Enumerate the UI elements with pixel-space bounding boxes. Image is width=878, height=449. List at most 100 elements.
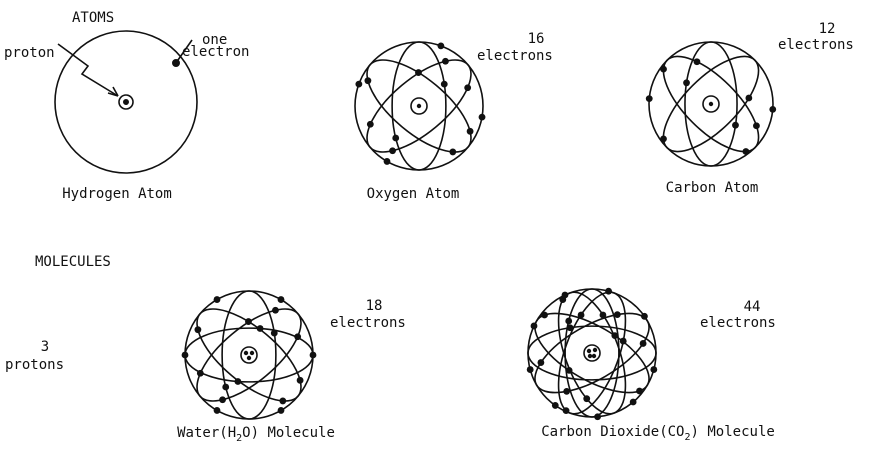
co2-electron-count: 44	[744, 299, 761, 315]
protons-label: protons	[5, 357, 64, 373]
electron-dot	[272, 307, 279, 314]
water-caption: Water(H2O) Molecule	[177, 425, 335, 443]
electron-dot	[567, 324, 574, 331]
electron-dot	[650, 366, 657, 373]
electron-dot	[234, 378, 241, 385]
electron-dot	[310, 352, 317, 359]
electron-dot	[694, 58, 701, 65]
electron-dot	[646, 95, 653, 102]
nucleus-particle	[250, 351, 254, 355]
carbon-atom-drawing	[646, 42, 776, 167]
electron-dot	[611, 332, 618, 339]
co2-electron-unit: electrons	[700, 315, 776, 331]
electron-dot	[636, 388, 643, 395]
molecules-heading: MOLECULES	[35, 254, 111, 270]
electron-dot	[566, 367, 573, 374]
nucleus-particle	[244, 351, 248, 355]
electron-dot	[271, 330, 278, 337]
proton-pointer-line	[58, 44, 118, 96]
electron-dot	[297, 377, 304, 384]
electron-orbit	[528, 326, 656, 380]
electron-dot	[195, 326, 202, 333]
carbon-electron-unit: electrons	[778, 37, 854, 53]
electron-dot	[197, 370, 204, 377]
electron-dot	[415, 69, 422, 76]
nucleus-particle	[592, 354, 596, 358]
hydrogen-electron	[173, 60, 179, 66]
oxygen-atom-drawing	[353, 42, 486, 170]
electron-dot	[441, 81, 448, 88]
electron-dot	[467, 128, 474, 135]
electron-dot	[355, 81, 362, 88]
electron-dot	[563, 388, 570, 395]
electron-dot	[753, 122, 760, 129]
co2-caption-post: ) Molecule	[691, 424, 775, 440]
electron-orbit	[185, 328, 313, 382]
electron-dot	[531, 323, 538, 330]
electron-dot	[742, 148, 749, 155]
electron-dot	[257, 325, 264, 332]
co2-caption: Carbon Dioxide(CO2) Molecule	[541, 424, 775, 442]
electron-dot	[630, 399, 637, 406]
electron-dot	[278, 407, 285, 414]
electron-dot	[449, 149, 456, 156]
nucleus-particle	[587, 349, 591, 353]
hydrogen-atom-drawing	[55, 31, 197, 173]
co2-caption-pre: Carbon Dioxide(CO	[541, 424, 684, 440]
electron-dot	[245, 318, 252, 325]
electron-dot	[479, 114, 486, 121]
nucleus-particle	[709, 102, 713, 106]
water-electron-unit: electrons	[330, 315, 406, 331]
hydrogen-caption: Hydrogen Atom	[62, 186, 172, 202]
nucleus-particle	[247, 356, 251, 360]
nucleus-particle	[593, 348, 597, 352]
electron-dot	[640, 340, 647, 347]
electron-dot	[562, 292, 569, 299]
oxygen-electron-unit: electrons	[477, 48, 553, 64]
electron-dot	[222, 384, 229, 391]
electron-dot	[620, 338, 627, 345]
electron-orbit	[565, 289, 619, 417]
electron-dot	[392, 135, 399, 142]
water-caption-subscript: 2	[236, 433, 242, 444]
oxygen-caption: Oxygen Atom	[367, 186, 460, 202]
electron-dot	[214, 296, 221, 303]
electron-dot	[384, 158, 391, 165]
electron-dot	[527, 366, 534, 373]
electron-dot	[583, 395, 590, 402]
proton-label: proton	[4, 45, 55, 61]
electron-dot	[279, 398, 286, 405]
electron-dot	[278, 296, 285, 303]
water-molecule-drawing	[182, 291, 317, 419]
electron-dot	[552, 402, 559, 409]
electron-dot	[219, 396, 226, 403]
electron-orbit	[545, 284, 639, 423]
water-electron-count: 18	[366, 298, 383, 314]
electron-dot	[769, 106, 776, 113]
nucleus-particle	[417, 104, 421, 108]
hydrogen-proton	[124, 100, 128, 104]
carbon-electron-count: 12	[819, 21, 836, 37]
electron-dot	[605, 288, 612, 295]
electron-dot	[600, 312, 607, 319]
oxygen-electron-count: 16	[528, 31, 545, 47]
electron-dot	[389, 147, 396, 154]
electron-dot	[538, 359, 545, 366]
electron-dot	[365, 77, 372, 84]
water-caption-post: O) Molecule	[242, 425, 335, 441]
electron-dot	[565, 318, 572, 325]
electron-orbit	[545, 284, 639, 423]
electron-dot	[641, 313, 648, 320]
electron-label: electron	[182, 44, 249, 60]
outer-orbit	[528, 289, 656, 417]
electron-dot	[442, 58, 449, 65]
water-caption-pre: Water(H	[177, 425, 236, 441]
co2-caption-subscript: 2	[684, 432, 690, 443]
electron-dot	[745, 95, 752, 102]
protons-count: 3	[41, 339, 49, 355]
electron-dot	[294, 333, 301, 340]
nucleus-particle	[588, 354, 592, 358]
co2-molecule-drawing	[523, 284, 661, 423]
nucleus-ring	[584, 345, 600, 361]
electron-dot	[660, 135, 667, 142]
